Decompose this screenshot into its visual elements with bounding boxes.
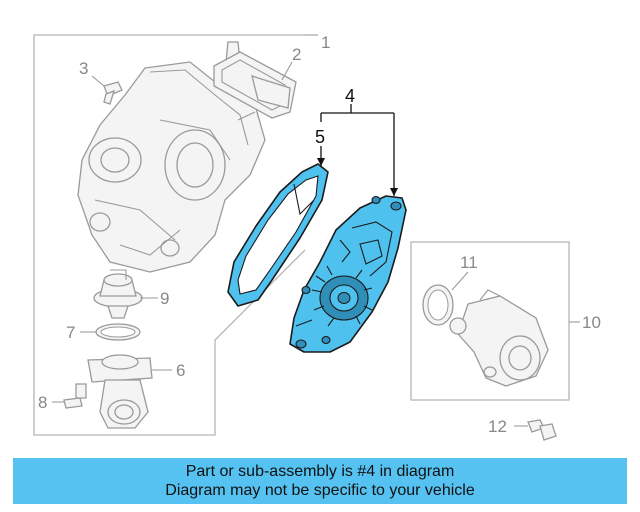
callout-12: 12 xyxy=(488,417,507,436)
coolant-outlet-part xyxy=(449,289,549,387)
callout-4: 4 xyxy=(345,86,355,106)
leader-2 xyxy=(281,61,293,81)
callout-8: 8 xyxy=(38,393,47,412)
housing-cover-part-6 xyxy=(87,354,153,429)
leader-11 xyxy=(451,271,469,291)
callout-5: 5 xyxy=(315,127,325,147)
water-pump-part-4 xyxy=(289,195,407,353)
callout-2: 2 xyxy=(292,45,301,64)
outlet-group-outline xyxy=(410,241,570,401)
water-pump-gasket-part-5 xyxy=(227,163,329,307)
callout-11: 11 xyxy=(460,253,478,272)
highlighted-parts xyxy=(227,104,407,353)
callout-9: 9 xyxy=(160,289,169,308)
outlet-assembly-group xyxy=(410,241,580,401)
leader-5-arrow xyxy=(317,158,325,166)
leader-3 xyxy=(91,75,105,87)
bolt-hole xyxy=(390,201,402,211)
o-ring-part-11 xyxy=(422,284,454,326)
assembly-group-outline xyxy=(33,34,306,436)
callout-10: 10 xyxy=(582,313,601,332)
part-info-banner: Part or sub-assembly is #4 in diagram Di… xyxy=(13,458,627,504)
bolt-part-12 xyxy=(514,419,557,441)
o-ring-part-7 xyxy=(95,323,141,341)
callout-7: 7 xyxy=(66,323,75,342)
thermostat-housing-part xyxy=(77,61,266,273)
thermostat-housing-assembly-group xyxy=(33,34,318,436)
callout-6: 6 xyxy=(176,361,185,380)
banner-line-1: Part or sub-assembly is #4 in diagram xyxy=(185,463,455,480)
thermostat-part-9 xyxy=(93,269,143,319)
bolt-hole xyxy=(321,335,331,345)
bolt-hole xyxy=(371,195,381,205)
banner-line-2: Diagram may not be specific to your vehi… xyxy=(165,482,475,499)
bolt-part-8 xyxy=(63,383,87,409)
bolt-hole xyxy=(295,339,307,349)
bolt-hole xyxy=(301,285,311,295)
gasket-part-2 xyxy=(213,51,297,119)
leader-4-arrow xyxy=(390,188,398,196)
callout-3: 3 xyxy=(79,59,88,78)
callout-1: 1 xyxy=(321,33,330,52)
bolt-part-3 xyxy=(103,81,123,105)
